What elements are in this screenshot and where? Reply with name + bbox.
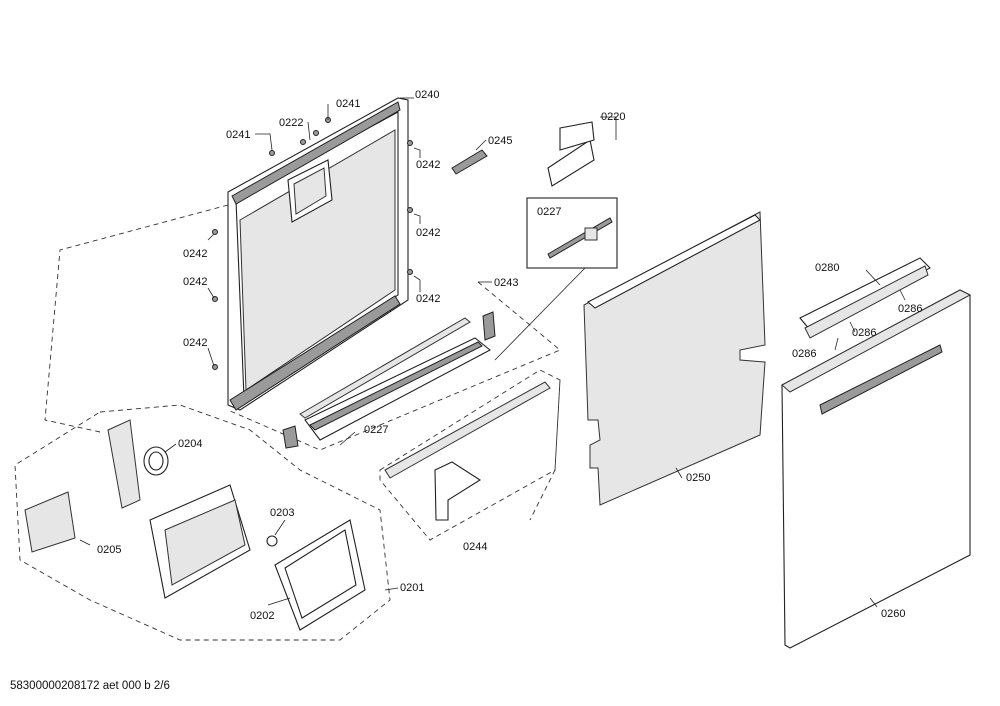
label-0242-c: 0242	[416, 293, 440, 305]
label-0286-b: 0286	[852, 327, 876, 339]
label-0242-e: 0242	[183, 276, 207, 288]
group-outlines	[14, 204, 561, 641]
label-0243: 0243	[494, 277, 518, 289]
label-0203: 0203	[270, 507, 294, 519]
part-0220-cover	[547, 121, 595, 187]
part-0280-handle	[799, 257, 931, 339]
leader-lines	[79, 97, 906, 608]
label-0242-b: 0242	[416, 227, 440, 239]
label-0241-top: 0241	[336, 98, 360, 110]
part-0245-clip	[451, 149, 488, 175]
label-0202: 0202	[250, 610, 274, 622]
label-0227: 0227	[364, 424, 388, 436]
label-0205: 0205	[97, 544, 121, 556]
screws	[212, 117, 413, 370]
label-0245: 0245	[488, 135, 512, 147]
label-0241-left: 0241	[226, 129, 250, 141]
label-0201: 0201	[400, 582, 424, 594]
label-0244: 0244	[463, 541, 487, 553]
inset-0227	[494, 197, 618, 361]
label-0227-inset: 0227	[537, 206, 561, 218]
label-0242-a: 0242	[416, 159, 440, 171]
label-0286-a: 0286	[898, 303, 922, 315]
label-0260: 0260	[881, 608, 905, 620]
dispenser-group	[24, 419, 366, 631]
label-0280: 0280	[815, 262, 839, 274]
label-0286-c: 0286	[792, 348, 816, 360]
part-0260-outer-door	[781, 289, 972, 649]
label-0242-f: 0242	[183, 337, 207, 349]
label-0250: 0250	[686, 472, 710, 484]
part-0250-panel-top	[587, 214, 761, 309]
part-labels: 0240 0241 0222 0241 0245 0220 0242 0242 …	[97, 89, 922, 622]
label-0222: 0222	[279, 117, 303, 129]
label-0240: 0240	[415, 89, 439, 101]
label-0204: 0204	[178, 438, 202, 450]
inner-door-frame	[227, 97, 409, 411]
label-0220: 0220	[601, 111, 625, 123]
rails	[282, 311, 551, 521]
document-footer: 58300000208172 aet 000 b 2/6	[10, 680, 170, 692]
label-0242-d: 0242	[183, 248, 207, 260]
